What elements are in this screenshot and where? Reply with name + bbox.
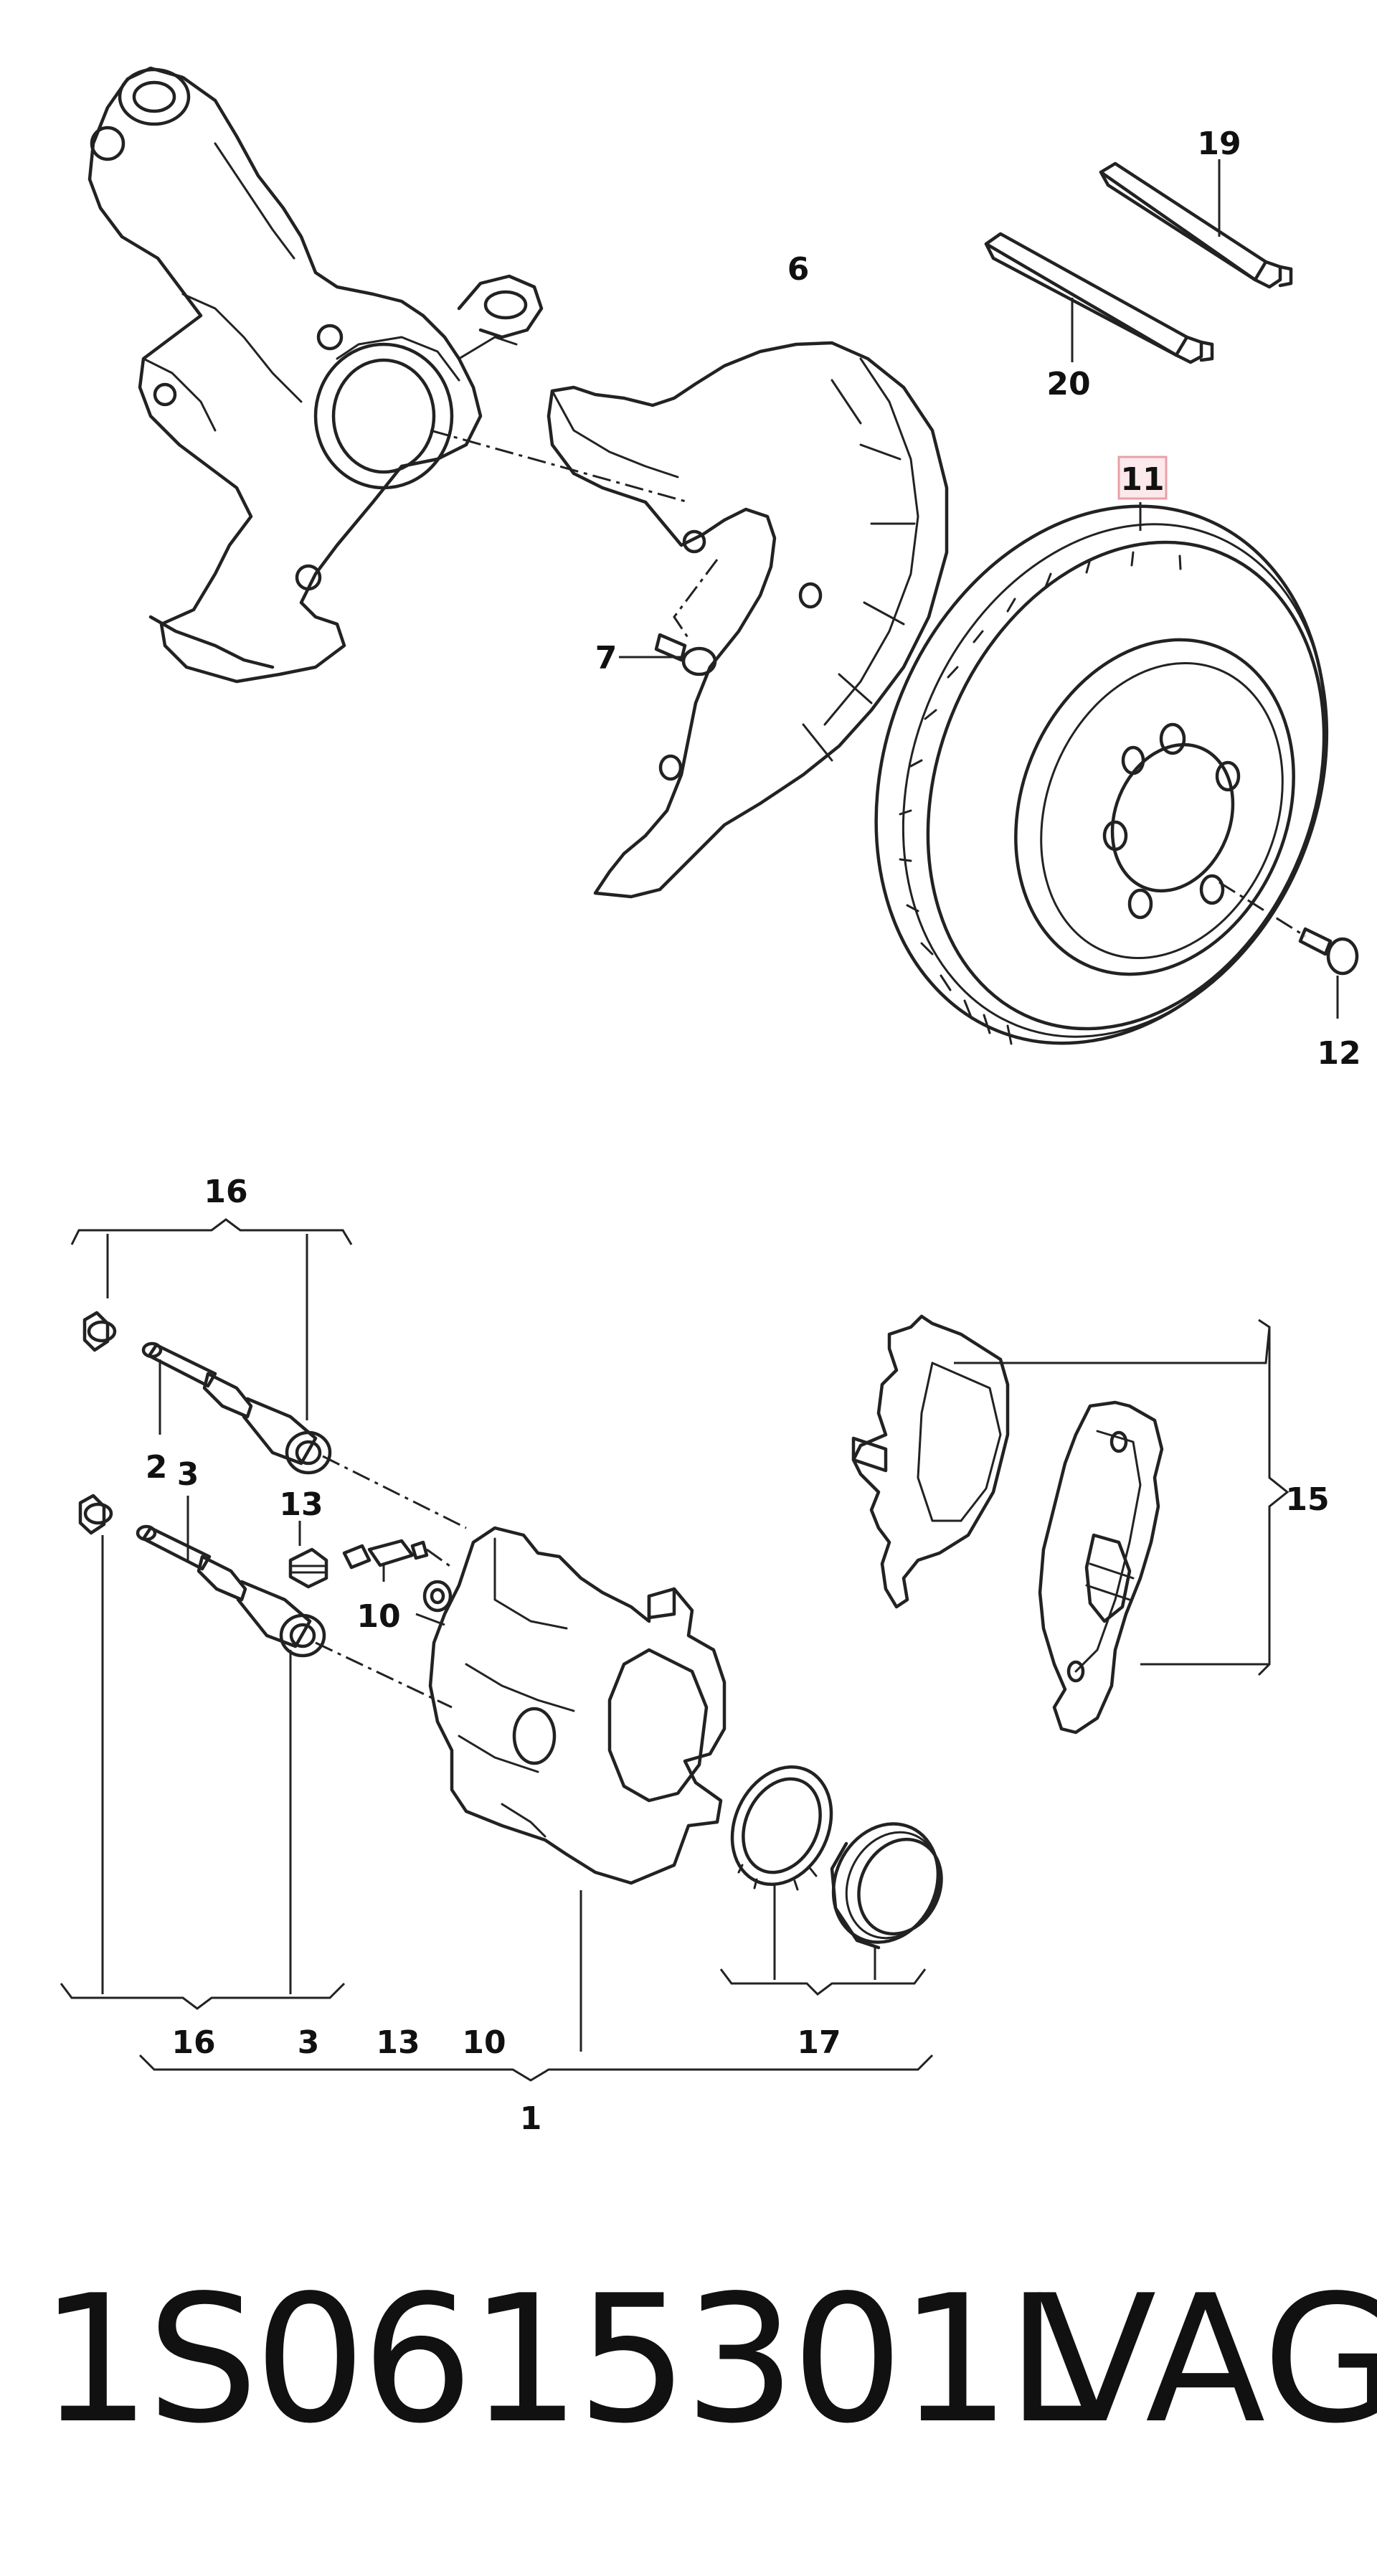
bolt-7 — [619, 559, 719, 676]
bleeder-cap-13 — [288, 1521, 328, 1589]
label-15: 15 — [1285, 1481, 1329, 1518]
label-13-top: 13 — [279, 1486, 323, 1523]
footer: 1S0615301L VAG — [0, 2252, 1377, 2468]
bracket-16-bottom — [60, 1982, 346, 2010]
label-1: 1 — [520, 2100, 542, 2137]
bracket-1 — [138, 2054, 934, 2082]
brake-piston — [830, 1822, 943, 1980]
label-10-top: 10 — [356, 1598, 400, 1635]
label-11-highlighted[interactable]: 11 — [1117, 456, 1168, 500]
label-16-top: 16 — [204, 1174, 247, 1210]
brake-disc — [874, 502, 1329, 1045]
brake-caliper — [422, 1526, 727, 2052]
label-11: 11 — [1120, 461, 1164, 498]
wheel-bolt-12 — [1219, 881, 1359, 1019]
label-6: 6 — [787, 251, 810, 288]
label-13-bottom: 13 — [376, 2024, 420, 2061]
label-3-bottom: 3 — [298, 2024, 320, 2061]
label-7: 7 — [595, 640, 617, 676]
label-19: 19 — [1197, 126, 1241, 162]
bleeder-valve-10 — [342, 1539, 453, 1626]
highlight-box — [1117, 456, 1168, 500]
label-20: 20 — [1046, 366, 1090, 402]
axis-knuckle-shield — [430, 429, 689, 504]
label-17: 17 — [797, 2024, 841, 2061]
diagram-canvas: 6 7 19 20 11 12 16 2 3 13 10 15 16 3 13 … — [60, 66, 1361, 2137]
grease-tube-20 — [984, 232, 1214, 364]
steering-knuckle — [87, 66, 544, 684]
bracket-17 — [719, 1968, 927, 1996]
piston-seal — [730, 1765, 833, 1980]
label-12: 12 — [1317, 1035, 1361, 1072]
label-10-bottom: 10 — [462, 2024, 506, 2061]
guide-pin-3 — [78, 1494, 326, 1658]
bracket-15 — [954, 1318, 1290, 1676]
bracket-16-top — [70, 1218, 353, 1245]
label-16-bottom: 16 — [171, 2024, 215, 2061]
brake-pad-outer — [851, 1314, 1010, 1609]
brake-pad-inner — [1038, 1400, 1164, 1735]
grease-tube-19 — [1099, 159, 1293, 289]
label-2: 2 — [146, 1449, 168, 1486]
splash-shield — [546, 341, 949, 899]
brand-name: VAG — [1036, 2257, 1377, 2462]
label-3-top: 3 — [177, 1456, 199, 1493]
guide-pin-2 — [82, 1311, 332, 1475]
part-number: 1S0615301L — [39, 2257, 1104, 2462]
